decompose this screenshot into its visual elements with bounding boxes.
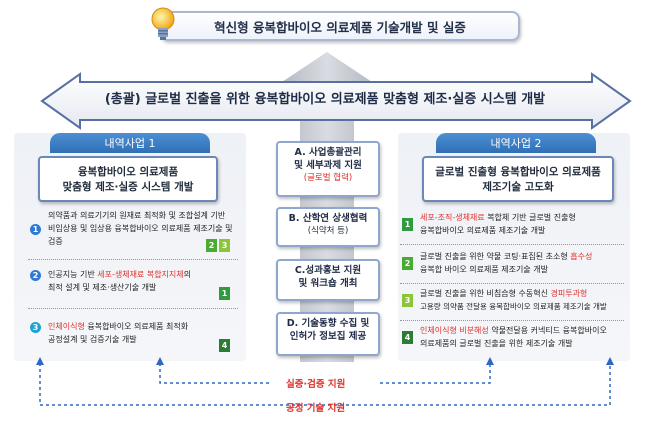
left-item-2-line2: 최적 설계 및 제조·생산기술 개발 xyxy=(48,283,157,292)
right-item-1-text: 복합체 기반 글로벌 진출형 xyxy=(484,213,576,222)
divider xyxy=(28,308,238,309)
bottom-label-process: 공정 기술 지원 xyxy=(286,403,346,414)
top-banner: 혁신형 융복합바이오 의료제품 기술개발 및 실증 xyxy=(160,11,520,41)
right-item-4-text: 약물전달용 커넥티드 융복합바이오 xyxy=(488,326,607,335)
right-item-1-highlight: 세포-조직-생체재료 xyxy=(420,213,485,222)
left-title-line2: 맞춤형 제조·실증 시스템 개발 xyxy=(62,181,194,193)
lightbulb-icon xyxy=(151,7,175,40)
left-item-number: 2 xyxy=(30,270,41,281)
left-item-3-highlight: 인체이식형 xyxy=(48,322,85,331)
left-item-1-line3: 검증 xyxy=(48,237,63,246)
right-item-3-text: 글로벌 진출을 위한 비침습형 수동혁신 xyxy=(420,289,551,298)
bottom-connectors xyxy=(36,357,614,406)
center-box-c-line1: C.성과홍보 지원 xyxy=(294,265,362,276)
left-item-3-text: 융복합바이오 의료제품 최적화 xyxy=(84,322,189,331)
right-title-line1: 글로벌 진출형 융복합바이오 의료제품 xyxy=(435,166,601,178)
center-box-b: B. 산학연 상생협력 (식약처 등) xyxy=(276,207,380,247)
bottom-label-validation: 실증·검증 지원 xyxy=(286,379,346,390)
top-banner-title: 혁신형 융복합바이오 의료제품 기술개발 및 실증 xyxy=(214,19,466,35)
divider xyxy=(400,320,624,321)
center-box-d-line1: D. 기술동향 수집 및 xyxy=(286,318,370,329)
left-item-number: 3 xyxy=(30,322,41,333)
divider xyxy=(400,244,624,245)
right-item-number: 2 xyxy=(402,257,413,270)
left-panel-title: 융복합바이오 의료제품 맞춤형 제조·실증 시스템 개발 xyxy=(38,156,218,202)
center-box-d: D. 기술동향 수집 및 인허가 정보집 제공 xyxy=(276,312,380,356)
center-box-a-line1: A. 사업총괄관리 xyxy=(294,147,362,158)
left-item-number: 1 xyxy=(30,224,41,235)
left-item-1-line2: 비임상용 및 임상용 융복합바이오 의료제품 제조기술 및 xyxy=(48,224,233,233)
center-box-b-note: (식약처 등) xyxy=(307,226,349,236)
right-item-number: 1 xyxy=(402,218,413,231)
right-panel-title: 글로벌 진출형 융복합바이오 의료제품 제조기술 고도화 xyxy=(422,156,614,202)
left-item-3-line2: 공정설계 및 검증기술 개발 xyxy=(48,335,137,344)
right-item-number: 3 xyxy=(402,294,413,307)
left-item-3: 인체이식형 융복합바이오 의료제품 최적화 공정설계 및 검증기술 개발 xyxy=(48,320,258,346)
center-box-a-note: (글로벌 협력) xyxy=(303,173,353,183)
left-item-2-suffix: 의 xyxy=(183,270,192,279)
right-item-4-highlight: 인체이식형 비분해성 xyxy=(420,326,489,335)
center-box-d-line2: 인허가 정보집 제공 xyxy=(289,331,367,342)
right-item-3: 글로벌 진출을 위한 비침습형 수동혁신 경피투과형 고용량 의약품 전달용 융… xyxy=(420,287,630,313)
divider xyxy=(28,259,238,260)
center-box-a-line2: 및 세부과제 지원 xyxy=(294,160,362,171)
main-arrow xyxy=(40,72,632,130)
left-item-1-line1: 의약품과 의료기기의 원재료 최적화 및 조합설계 기반 xyxy=(48,211,226,220)
left-item-2: 인공지능 기반 세포-생체재료 복합지지체의 최적 설계 및 제조·생산기술 개… xyxy=(48,268,258,294)
right-item-2-text: 글로벌 진출을 위한 약물 코팅·표집된 초소형 xyxy=(420,252,571,261)
tag-badge: 1 xyxy=(219,287,230,300)
left-item-2-highlight: 세포-생체재료 복합지지체 xyxy=(97,270,184,279)
tag-badge: 2 xyxy=(206,239,217,252)
center-box-a: A. 사업총괄관리 및 세부과제 지원 (글로벌 협력) xyxy=(276,141,380,197)
center-box-c: C.성과홍보 지원 및 워크숍 개최 xyxy=(276,259,380,301)
right-panel-header: 내역사업 2 xyxy=(436,133,596,153)
center-box-b-line1: B. 산학연 상생협력 xyxy=(288,213,368,224)
tag-badge: 3 xyxy=(219,239,230,252)
left-panel-header: 내역사업 1 xyxy=(50,133,210,153)
right-item-1-line2: 융복합바이오 의료제품 제조기술 개발 xyxy=(420,226,546,235)
right-item-3-highlight: 경피투과형 xyxy=(550,289,588,298)
right-item-3-line2: 고용량 의약품 전달용 융복합바이오 의료제품 제조기술 개발 xyxy=(420,302,607,311)
left-title-line1: 융복합바이오 의료제품 xyxy=(77,166,179,178)
center-box-c-line2: 및 워크숍 개최 xyxy=(298,278,358,289)
right-item-number: 4 xyxy=(402,331,413,344)
main-title: (총괄) 글로벌 진출을 위한 융복합바이오 의료제품 맞춤형 제조·실증 시스… xyxy=(104,92,546,107)
right-item-2-highlight: 흡수성 xyxy=(570,252,593,261)
right-item-4-line2: 의료제품의 글로벌 진출을 위한 제조기술 개발 xyxy=(420,339,573,348)
right-item-2: 글로벌 진출을 위한 약물 코팅·표집된 초소형 흡수성 융복합 바이오 의료제… xyxy=(420,250,625,276)
divider xyxy=(400,283,624,284)
right-title-line2: 제조기술 고도화 xyxy=(482,181,554,193)
right-item-2-line2: 융복합 바이오 의료제품 제조기술 개발 xyxy=(420,265,548,274)
right-item-1: 세포-조직-생체재료 복합체 기반 글로벌 진출형 융복합바이오 의료제품 제조… xyxy=(420,211,620,237)
right-item-4: 인체이식형 비분해성 약물전달용 커넥티드 융복합바이오 의료제품의 글로벌 진… xyxy=(420,324,630,350)
left-item-1: 의약품과 의료기기의 원재료 최적화 및 조합설계 기반 비임상용 및 임상용 … xyxy=(48,209,248,248)
left-item-2-text: 인공지능 기반 xyxy=(48,270,98,279)
tag-badge: 4 xyxy=(219,339,230,352)
